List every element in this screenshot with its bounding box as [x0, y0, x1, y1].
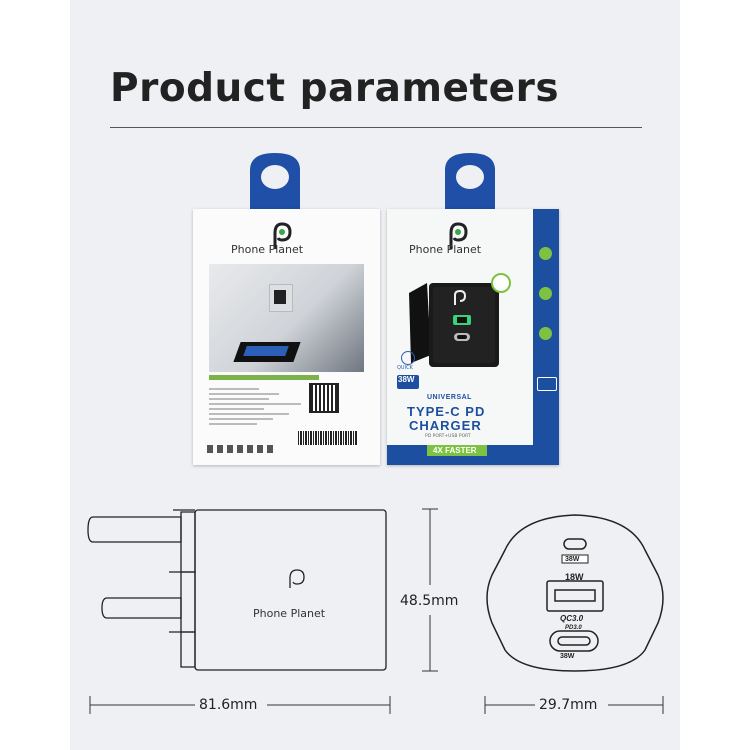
qr-code [309, 383, 339, 413]
width-dimension-icon [484, 696, 664, 714]
package-subline: PD PORT+USB PORT [425, 434, 471, 439]
page-title: Product parameters [110, 66, 560, 111]
height-label: 48.5mm [400, 593, 459, 609]
pd-badge-top [491, 273, 511, 293]
barcode [298, 431, 358, 445]
length-label: 81.6mm [199, 697, 258, 713]
brand-logo-front-icon [449, 222, 468, 249]
package-line2: TYPE-C PD [407, 404, 486, 419]
length-dimension-icon [89, 696, 391, 714]
spec-text-block [209, 385, 309, 428]
brand-name-back: Phone Planet [231, 243, 304, 256]
faster-label: 4X FASTER [433, 446, 477, 455]
quick-icon [401, 351, 415, 365]
pd-label: PD3.0 [565, 625, 582, 631]
top-port-label: 38W [565, 556, 580, 563]
blue-side-strip [533, 209, 559, 465]
device-brand: Phone Planet [253, 607, 326, 620]
brand-name-front: Phone Planet [409, 243, 482, 256]
power-label: 38W [398, 375, 415, 384]
right-hang-tab-icon [445, 153, 495, 212]
charger-side-drawing-icon [87, 509, 387, 671]
package-back: Phone Planet [193, 209, 380, 465]
package-front: Phone Planet QUICK 38W UNIVERSAL TYPE-C … [387, 209, 559, 465]
package-line3: CHARGER [409, 418, 482, 433]
width-label: 29.7mm [539, 697, 598, 713]
power-badge [397, 375, 419, 389]
height-dimension-icon [422, 508, 438, 672]
usbc-port-label: 38W [560, 653, 575, 660]
cert-icons [207, 445, 277, 453]
spec-bar [209, 375, 319, 380]
usb-port-label: 18W [565, 572, 584, 582]
product-photo [209, 264, 364, 372]
charger-image-icon [409, 283, 499, 367]
brand-logo-icon [273, 222, 292, 249]
package-line1: UNIVERSAL [427, 394, 472, 401]
left-hang-tab-icon [250, 153, 300, 212]
qc-label: QC3.0 [560, 614, 584, 623]
charger-front-drawing-icon [486, 514, 664, 672]
title-divider [110, 127, 642, 128]
quick-label: QUICK [397, 365, 413, 371]
faster-badge [427, 445, 487, 456]
